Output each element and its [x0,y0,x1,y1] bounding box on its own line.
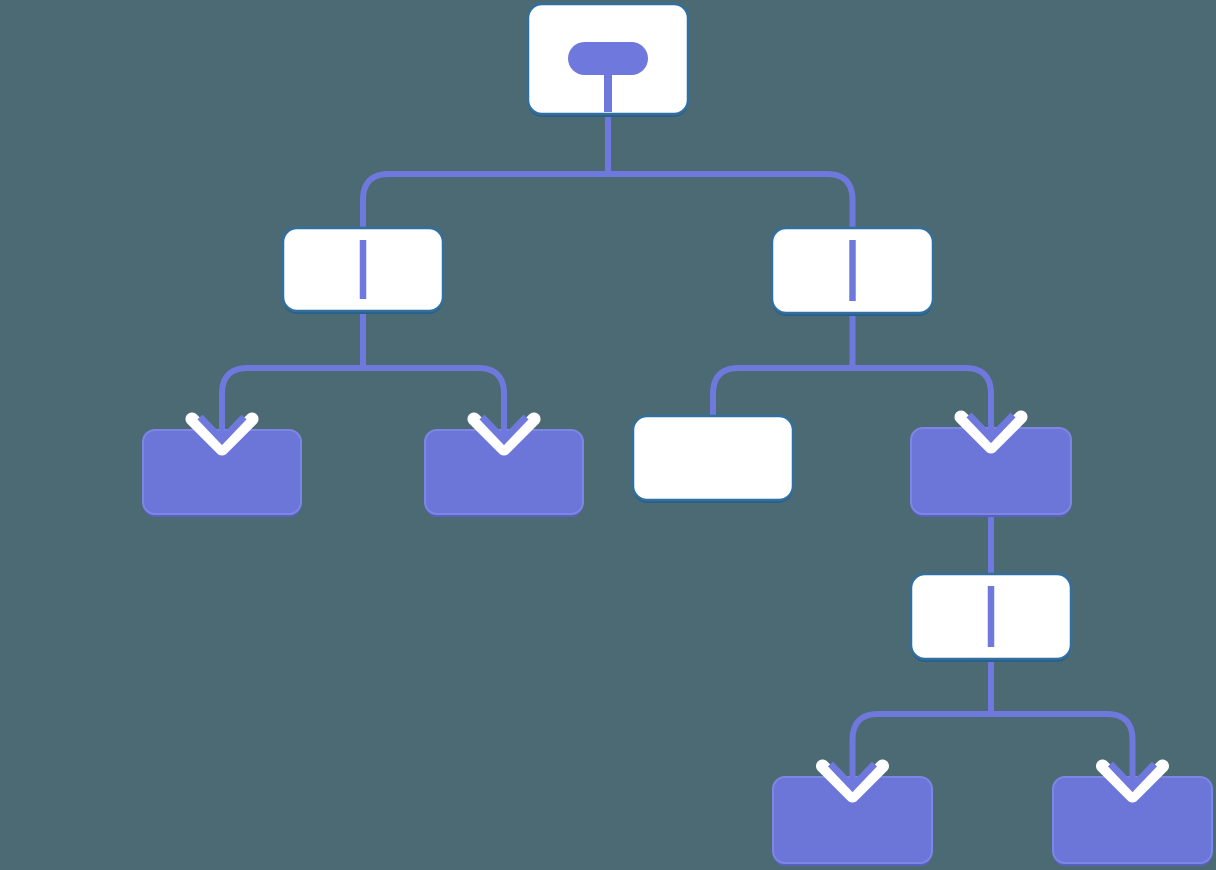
node-l2l[interactable] [281,226,445,314]
chevron-inner [966,412,1016,444]
pill-stem [604,70,612,112]
node-l5b[interactable] [1052,776,1213,866]
vertical-bar-icon [359,240,367,299]
node-l3c[interactable] [631,414,795,503]
node-root[interactable] [526,2,690,117]
node-body [631,414,795,502]
edge-l2r-l3c [710,313,856,419]
chevron-outline [467,412,541,456]
edge-l2l-l3b [360,311,507,430]
double-chevron-down-icon [1096,747,1169,803]
edge-l2l-l3a [219,311,366,430]
node-l2r[interactable] [770,226,935,316]
edge-l4-l5b [988,659,1136,777]
chevron-outline [1096,759,1169,803]
chevron-outline [185,412,259,456]
vertical-bar-icon [987,586,995,647]
nodes [142,2,1213,866]
double-chevron-down-icon [185,400,259,456]
chevron-inner [1107,761,1158,793]
chevron-inner [197,414,247,446]
pill-icon [568,42,648,75]
edge-l2r-l3d [849,313,994,428]
arrowheads [185,398,1169,803]
node-l3a[interactable] [142,429,302,517]
edge-l4-l5a [849,659,994,777]
double-chevron-down-icon [467,400,541,456]
chevron-outline [816,759,889,803]
double-chevron-down-icon [816,747,889,803]
edge-root-l2l [360,114,611,231]
connectors [219,114,1136,777]
chevron-inner [479,414,529,446]
chevron-inner [827,761,878,793]
node-l4[interactable] [909,572,1073,662]
edge-root-l2r [605,114,856,231]
chevron-outline [954,410,1028,454]
node-l3b[interactable] [424,429,584,517]
vertical-bar-icon [849,240,856,301]
double-chevron-down-icon [954,398,1028,454]
node-l5a[interactable] [772,776,933,866]
